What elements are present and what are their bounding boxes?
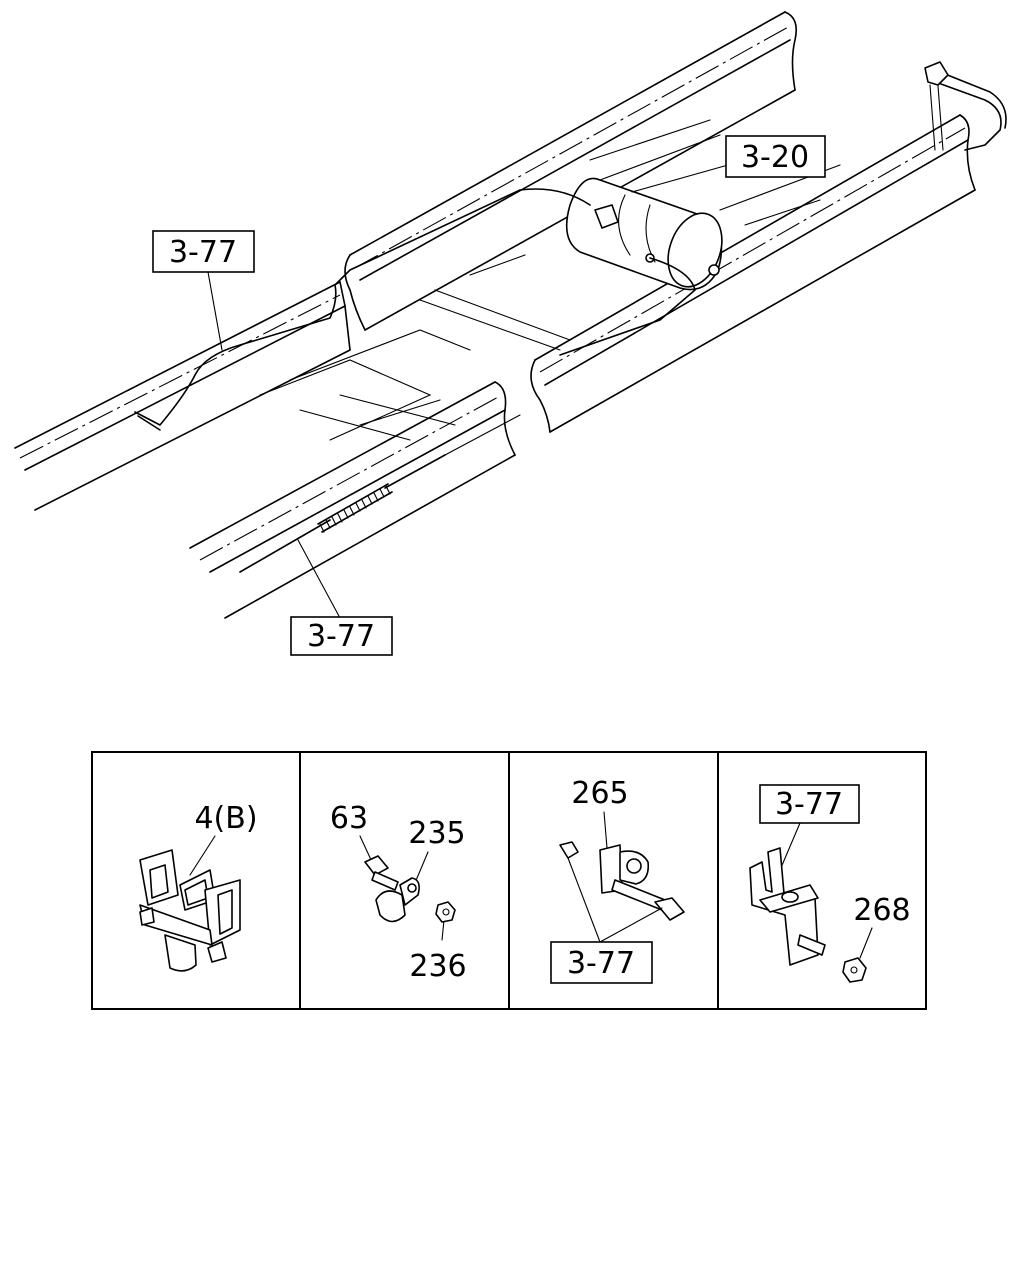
ref-label-3-77-upper-text: 3-77 bbox=[169, 235, 237, 270]
cable-spring bbox=[317, 483, 393, 533]
panel-bracket-268: 3-77 268 bbox=[749, 784, 911, 983]
callout-3-77-panel3: 3-77 bbox=[567, 946, 635, 981]
callout-4b: 4(B) bbox=[194, 801, 257, 836]
callout-63: 63 bbox=[330, 801, 368, 836]
panel-bracket-265: 265 3-77 bbox=[550, 776, 685, 984]
ref-label-3-77-lower: 3-77 bbox=[290, 616, 393, 656]
left-frame-rail bbox=[14, 11, 798, 511]
panel-clamp-assembly: 63 235 236 bbox=[330, 801, 467, 984]
callout-268: 268 bbox=[853, 893, 910, 928]
air-pipes bbox=[134, 61, 1007, 573]
callout-235: 235 bbox=[408, 816, 465, 851]
ref-label-3-20: 3-20 bbox=[725, 135, 826, 178]
panel-clip-4b: 4(B) bbox=[139, 801, 258, 972]
callout-265: 265 bbox=[571, 776, 628, 811]
right-frame-rail bbox=[189, 114, 976, 619]
callout-3-77-panel4: 3-77 bbox=[775, 787, 843, 822]
ref-label-3-77-lower-text: 3-77 bbox=[307, 619, 375, 654]
ref-label-3-20-text: 3-20 bbox=[741, 140, 809, 175]
callout-236: 236 bbox=[409, 949, 466, 984]
air-tank bbox=[565, 177, 723, 291]
leader-lines bbox=[207, 164, 729, 619]
ref-label-3-77-upper: 3-77 bbox=[152, 230, 255, 273]
